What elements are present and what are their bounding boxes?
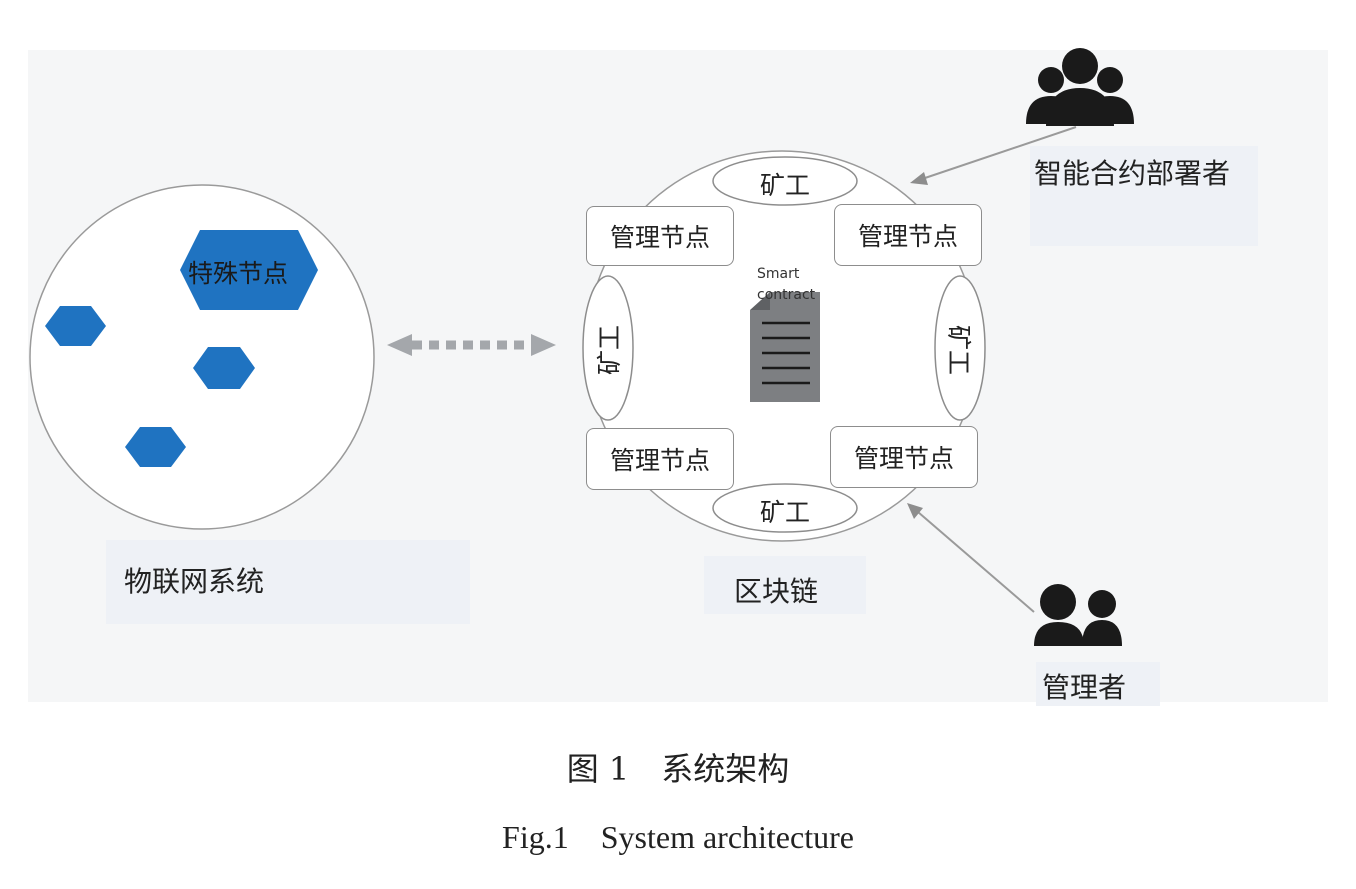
miner-bottom: [712, 483, 858, 533]
miner-right-label: 矿工: [944, 324, 973, 375]
miner-left: [582, 275, 634, 421]
miner-bottom-label: 矿工: [759, 498, 810, 527]
miner-top: [712, 156, 858, 206]
deployer-arrow: [910, 126, 1077, 185]
smart-contract-document-icon: [750, 292, 820, 402]
manager-group-icon: [1034, 584, 1122, 646]
management-node-bottom-left: 管理节点: [586, 428, 734, 490]
iot-label-box: [106, 540, 470, 624]
blockchain-label-box: [704, 556, 866, 614]
smart-contract-label-line1: Smart: [757, 266, 800, 282]
iot-node-hexagon: [125, 427, 186, 467]
smart-contract-label-line2: contract: [757, 287, 816, 303]
iot-node-hexagon: [45, 306, 106, 346]
iot-blockchain-connector: [387, 334, 556, 356]
iot-system-label: 物联网系统: [124, 565, 265, 598]
deployer-group-icon: [1026, 48, 1134, 126]
special-node-hexagon: [180, 230, 318, 310]
deployer-label-box: [1030, 146, 1258, 246]
management-node-bottom-right: 管理节点: [830, 426, 978, 488]
special-node-label: 特殊节点: [188, 259, 289, 288]
figure-caption-zh: 图 1 系统架构: [566, 750, 790, 788]
deployer-label: 智能合约部署者: [1034, 157, 1231, 190]
manager-label: 管理者: [1042, 671, 1127, 704]
miner-top-label: 矿工: [759, 171, 810, 200]
manager-label-box: [1036, 662, 1160, 706]
manager-arrow: [907, 503, 1035, 613]
management-node-top-right: 管理节点: [834, 204, 982, 266]
miner-left-label: 矿工: [595, 325, 624, 376]
management-node-top-left: 管理节点: [586, 206, 734, 266]
iot-node-hexagon: [193, 347, 255, 389]
blockchain-label: 区块链: [734, 575, 819, 608]
figure-caption-en: Fig.1 System architecture: [502, 819, 854, 855]
miner-right: [934, 275, 986, 421]
